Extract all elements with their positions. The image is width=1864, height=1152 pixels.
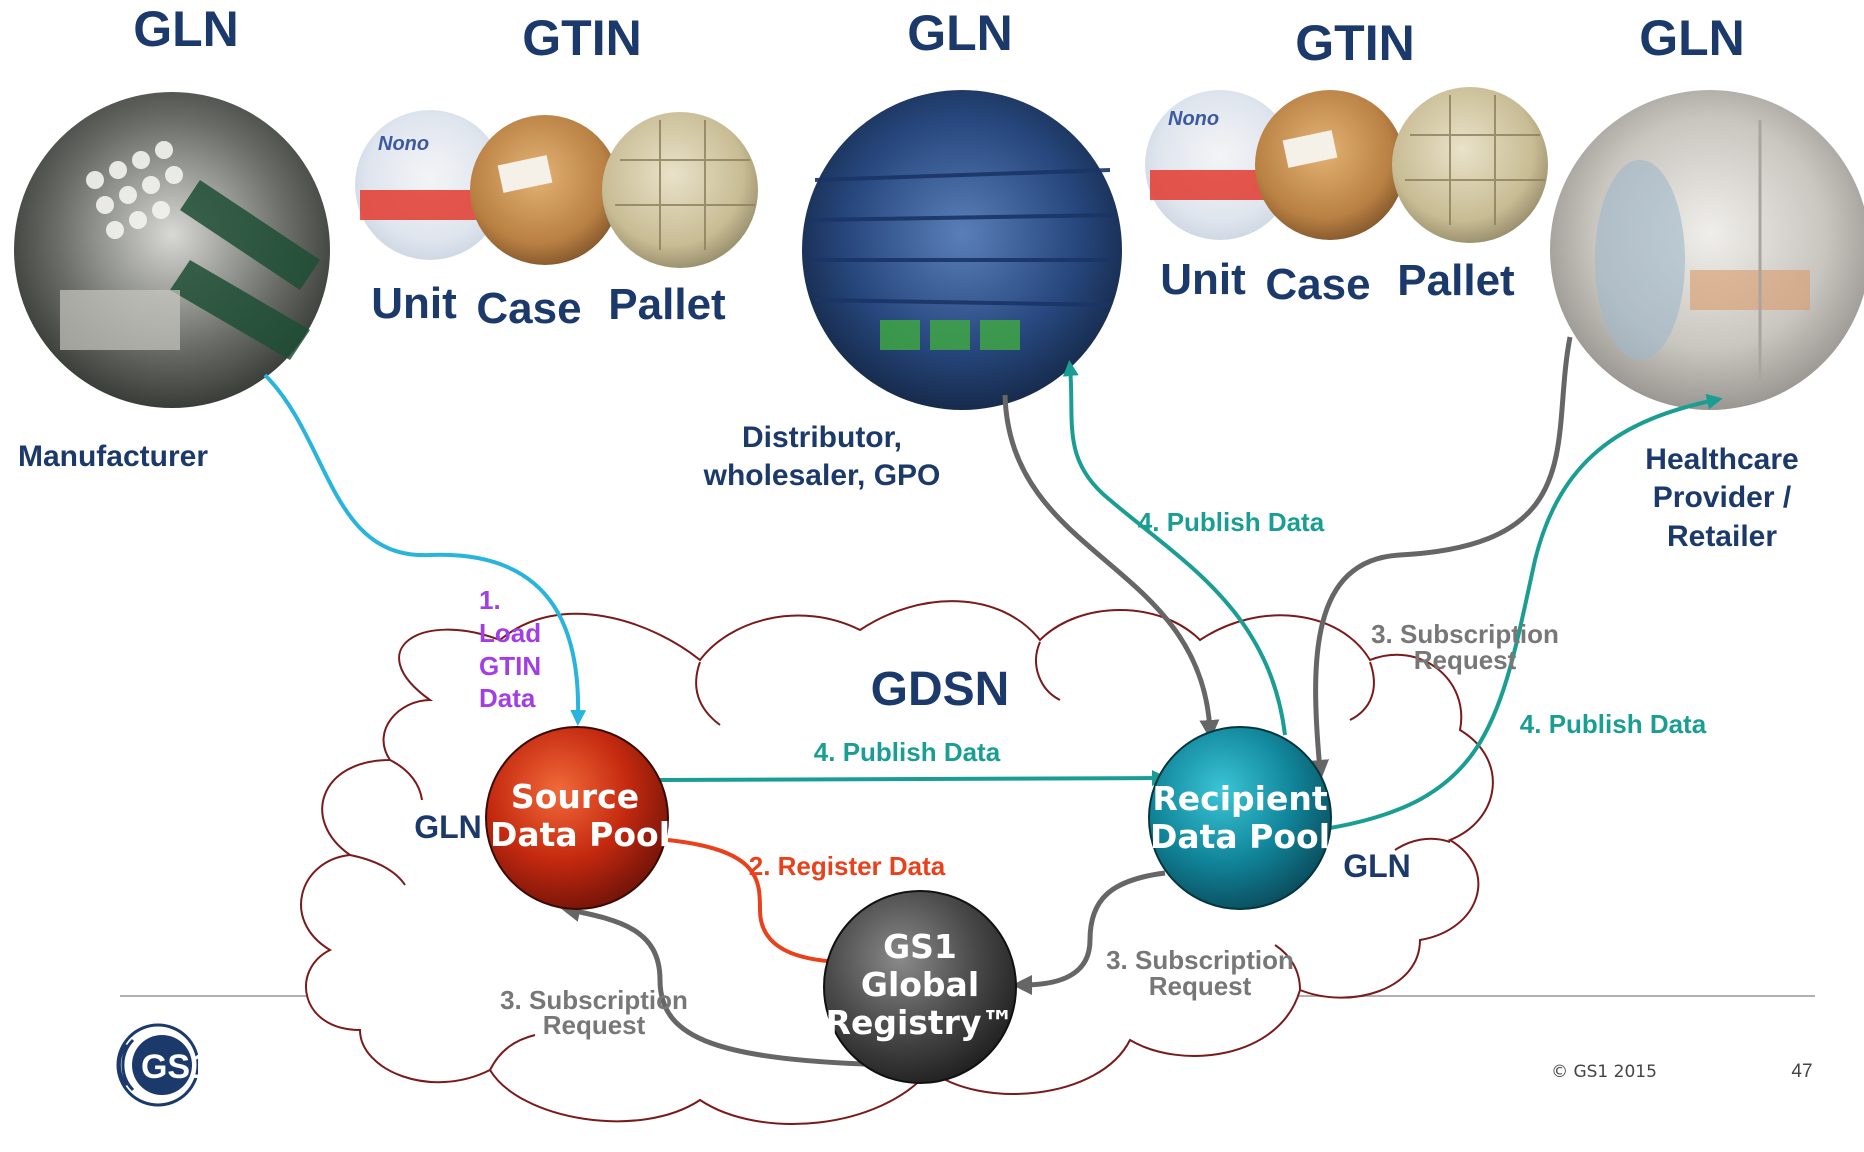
label-distributor-1: Distributor, [742,421,902,454]
step-subscription-top-2: Request [1414,645,1517,675]
label-case-1: Case [476,284,581,333]
label-pallet-1: Pallet [608,280,726,329]
arrow-register-data [667,838,848,970]
arrow-publish-healthcare [1329,393,1723,830]
label-case-2: Case [1265,260,1370,309]
header-gln-manufacturer: GLN [133,1,239,57]
arrow-subscription-to-registry [1012,870,1166,995]
step-load-4: Data [479,683,536,713]
arrow-distributor-to-recipient [1002,394,1220,740]
gln-recipient-label: GLN [1343,848,1411,884]
label-healthcare-3: Retailer [1667,520,1777,553]
step-load-2: Load [479,618,541,648]
recipient-label-1: Recipient [1152,779,1327,818]
source-label-1: Source [511,777,639,816]
recipient-label-2: Data Pool [1150,817,1330,856]
healthcare-photo [1550,90,1864,410]
svg-text:Nono: Nono [1168,108,1219,130]
header-gtin-1: GTIN [522,10,641,66]
arrow-publish-distributor [1062,360,1287,736]
step-register: 2. Register Data [749,851,946,881]
gs1-global-registry-node[interactable]: GS1 Global Registry™ [823,890,1017,1084]
header-gln-healthcare: GLN [1639,10,1745,66]
registry-label-3: Registry™ [826,1003,1015,1042]
source-data-pool-node[interactable]: Source Data Pool [485,726,670,910]
step-publish-center: 4. Publish Data [814,737,1001,767]
label-pallet-2: Pallet [1397,256,1515,305]
label-distributor-2: wholesaler, GPO [703,459,941,492]
packaging-images-1: Nono [355,110,758,268]
step-load-1: 1. [479,585,501,615]
header-gln-distributor: GLN [907,5,1013,61]
arrow-load-gtin [263,373,587,726]
step-publish-top: 4. Publish Data [1138,507,1325,537]
distributor-photo [802,90,1122,410]
gs1-logo-text: GS1 [141,1048,209,1086]
manufacturer-photo [14,92,330,408]
step-subscription-left-1: 3. Subscription [500,985,688,1015]
arrow-publish-source-recipient [659,770,1168,787]
source-label-2: Data Pool [490,815,670,854]
page-number: 47 [1791,1061,1812,1082]
gdsn-title: GDSN [871,663,1010,716]
step-subscription-mid-1: 3. Subscription [1106,945,1294,975]
step-subscription-left-2: Request [543,1010,646,1040]
label-healthcare-2: Provider / [1653,481,1792,514]
recipient-data-pool-node[interactable]: Recipient Data Pool [1148,726,1332,910]
registry-label-1: GS1 [883,927,957,966]
label-unit-2: Unit [1160,255,1246,304]
gln-source-label: GLN [414,809,482,845]
step-subscription-mid-2: Request [1149,971,1252,1001]
header-gtin-2: GTIN [1295,15,1414,71]
label-unit-1: Unit [371,279,457,328]
copyright: © GS1 2015 [1551,1062,1657,1082]
step-load-3: GTIN [479,651,541,681]
packaging-images-2: Nono [1145,87,1548,243]
gs1-logo: GS1 [116,1023,209,1107]
label-manufacturer: Manufacturer [18,440,208,473]
label-healthcare-1: Healthcare [1645,443,1798,476]
registry-label-2: Global [861,965,979,1004]
arrow-subscription-to-source [560,902,891,1068]
svg-text:Nono: Nono [378,133,429,155]
step-publish-right: 4. Publish Data [1520,709,1707,739]
step-subscription-top-1: 3. Subscription [1371,619,1559,649]
arrow-healthcare-subscription [1309,336,1573,780]
